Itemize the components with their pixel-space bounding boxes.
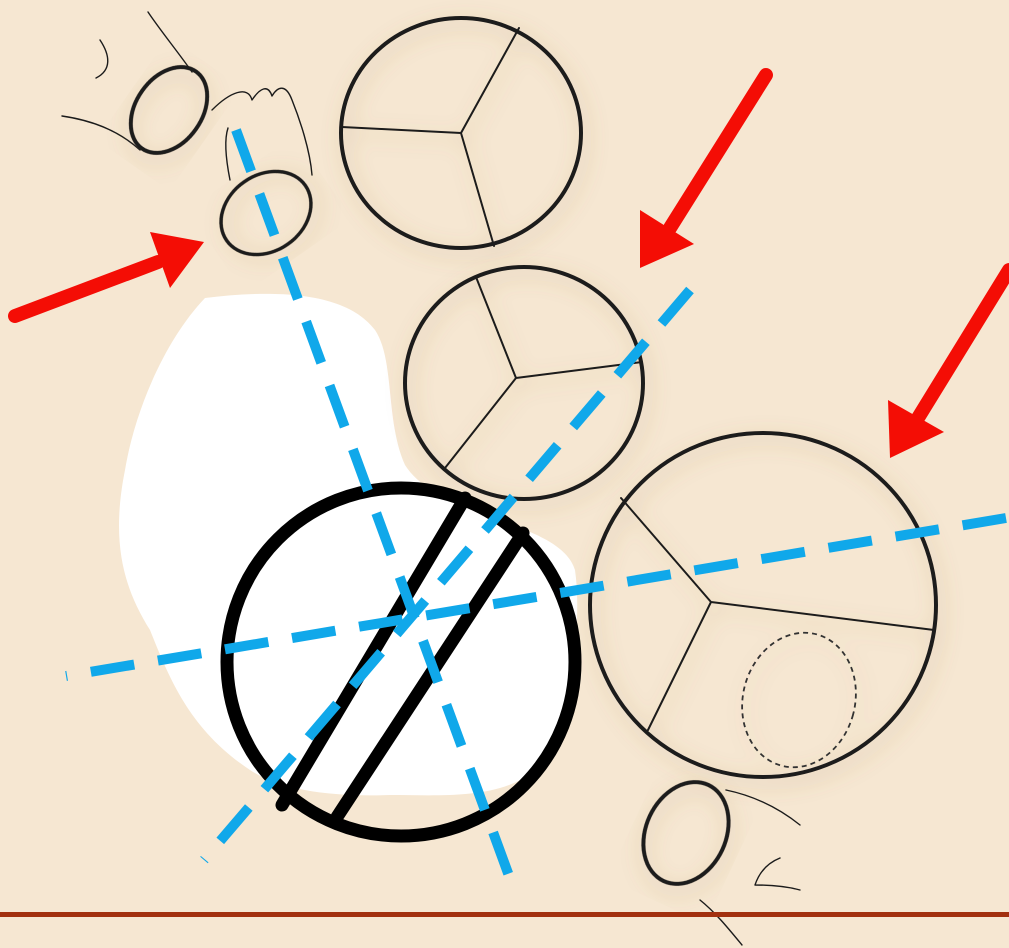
bottom-rule: [0, 912, 1009, 917]
